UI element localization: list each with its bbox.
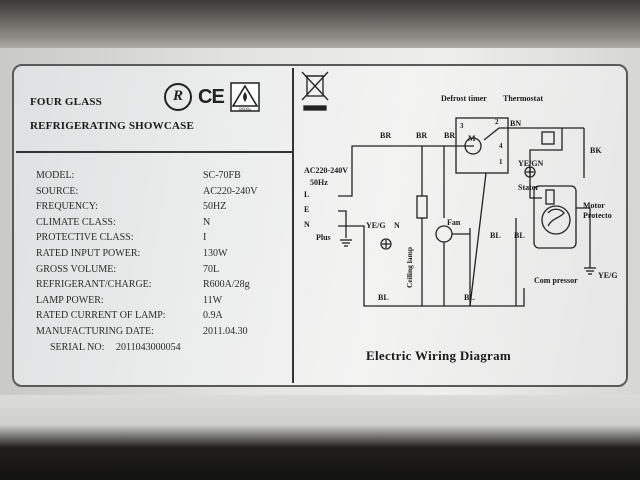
diagram-title: Electric Wiring Diagram <box>366 348 512 363</box>
label-fan: Fan <box>447 218 461 227</box>
label-defrost-timer: Defrost timer <box>441 94 487 103</box>
spec-label: SOURCE: <box>36 185 79 197</box>
label-e: E <box>304 205 309 214</box>
spec-label: FREQUENCY: <box>36 201 98 213</box>
brand-line-1: FOUR GLASS <box>30 96 102 108</box>
terminal-4: 4 <box>499 142 503 150</box>
label-br-1: BR <box>380 131 391 140</box>
label-freq: 50Hz <box>310 178 328 187</box>
label-l: L <box>304 190 309 199</box>
spec-label: REFRIGERANT/CHARGE: <box>36 279 152 291</box>
label-br-3: BR <box>444 131 455 140</box>
spec-value: AC220-240V <box>203 185 258 197</box>
spec-label: CLIMATE CLASS: <box>36 216 116 228</box>
label-ye-g-bottom: YE/G <box>598 271 618 280</box>
label-br-2: BR <box>416 131 427 140</box>
terminal-3: 3 <box>460 122 464 130</box>
spec-value: 2011.04.30 <box>203 326 248 337</box>
label-supply: AC220-240V <box>304 166 348 175</box>
spec-panel: FOUR GLASS REFRIGERATING SHOWCASE R CE R… <box>16 68 294 383</box>
certification-logos: R CE R600a <box>164 82 260 112</box>
label-bl-3: BL <box>490 231 501 240</box>
label-bl-4: BL <box>514 231 525 240</box>
spec-label: RATED INPUT POWER: <box>36 248 141 259</box>
spec-label: RATED CURRENT OF LAMP: <box>36 310 166 322</box>
label-yeg-left: YE/G <box>366 221 386 230</box>
label-motor-m: M <box>468 134 476 143</box>
panel-divider <box>16 151 292 153</box>
rating-plate: FOUR GLASS REFRIGERATING SHOWCASE R CE R… <box>12 64 628 387</box>
label-stater: Stater <box>518 183 539 192</box>
spec-label: PROTECTIVE CLASS: <box>36 232 134 244</box>
spec-value: 130W <box>203 248 228 259</box>
spec-label: MANUFACTURING DATE: <box>36 326 154 337</box>
spec-value: 2011043000054 <box>116 341 181 353</box>
spec-label: GROSS VOLUME: <box>36 263 117 275</box>
spec-value: 50HZ <box>203 201 227 213</box>
spec-value: 70L <box>203 263 220 275</box>
ce-mark-icon: CE <box>198 85 225 108</box>
flammable-hazard-icon: R600a <box>230 82 260 112</box>
r-mark-icon: R <box>164 83 192 111</box>
label-compressor: Com pressor <box>534 276 578 285</box>
brand-line-2: REFRIGERATING SHOWCASE <box>30 120 195 132</box>
hazard-label: R600a <box>239 107 251 112</box>
spec-value: I <box>203 232 207 244</box>
label-motor: Motor <box>583 201 605 210</box>
spec-value: N <box>203 216 211 228</box>
spec-value: R600A/28g <box>203 279 250 291</box>
label-n-left: N <box>394 221 400 230</box>
label-ye-gn: YE/GN <box>518 159 544 168</box>
spec-value: 0.9A <box>203 310 223 322</box>
spec-label: SERIAL NO: <box>50 341 105 353</box>
wiring-diagram: Defrost timer Thermostat AC220-240V 50Hz… <box>301 71 618 307</box>
terminal-1: 1 <box>499 158 503 166</box>
label-plus: Plus <box>316 233 331 242</box>
wiring-diagram-panel: Defrost timer Thermostat AC220-240V 50Hz… <box>294 68 624 383</box>
spec-label: MODEL: <box>36 170 75 181</box>
label-bl-1: BL <box>378 293 389 302</box>
label-ceiling-lamp: Ceiling lamp <box>405 247 414 288</box>
spec-value: 11W <box>203 294 223 306</box>
label-bn: BN <box>510 119 521 128</box>
background-bottom <box>0 395 640 480</box>
label-n: N <box>304 220 310 229</box>
label-thermostat: Thermostat <box>503 94 543 103</box>
label-bk: BK <box>590 146 602 155</box>
weee-bin-icon <box>301 71 329 101</box>
label-bl-2: BL <box>464 293 475 302</box>
spec-value: SC-70FB <box>203 170 241 181</box>
label-protecto: Protecto <box>583 211 612 220</box>
spec-label: LAMP POWER: <box>36 294 104 306</box>
terminal-2: 2 <box>495 118 499 126</box>
